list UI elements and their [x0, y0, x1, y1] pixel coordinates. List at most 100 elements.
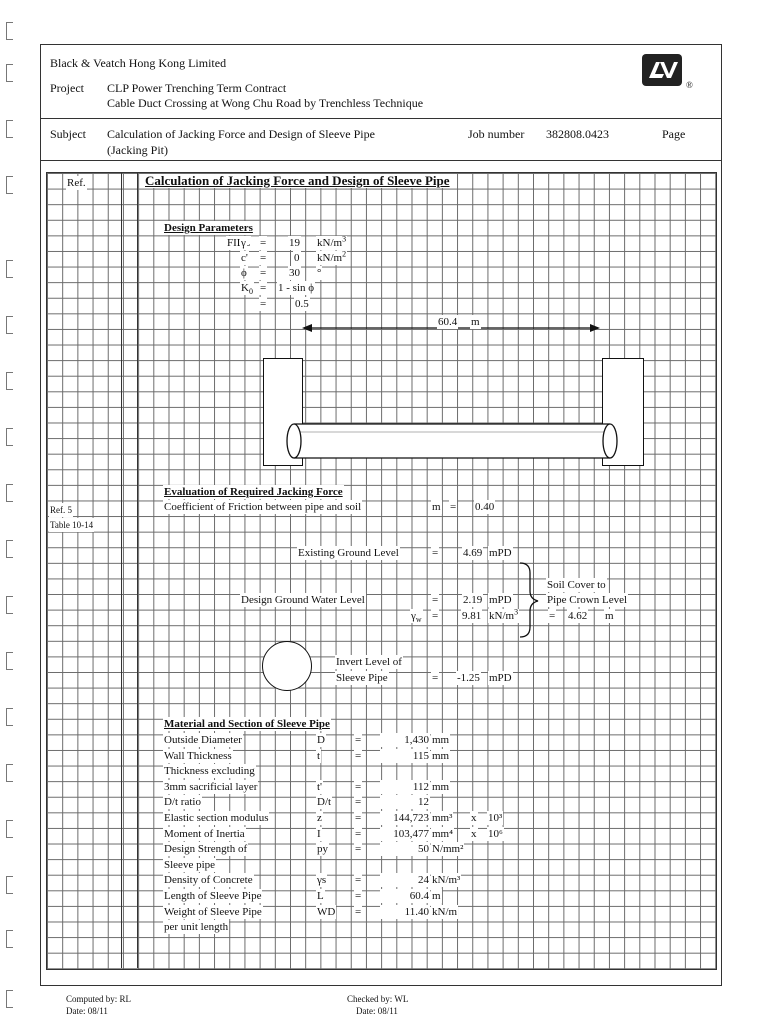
- k0-value: 0.5: [294, 297, 310, 311]
- cover-value: 4.62: [567, 609, 589, 623]
- material-row-label: Thickness excluding: [163, 764, 256, 778]
- fill-label: FILL: [226, 236, 252, 250]
- header-divider-2: [40, 160, 722, 161]
- material-row-label: Moment of Inertia: [163, 827, 246, 841]
- k0-symbol: K0: [240, 281, 254, 297]
- material-row-unit: mm³: [431, 811, 454, 825]
- egl-label: Existing Ground Level: [297, 546, 400, 560]
- material-row-label: Weight of Sleeve Pipe: [163, 905, 263, 919]
- material-row-label: Wall Thickness: [163, 749, 233, 763]
- equals: =: [449, 500, 458, 514]
- material-row-unit: m: [431, 889, 442, 903]
- equals: =: [354, 842, 363, 856]
- equals: =: [431, 593, 440, 607]
- ref-note-2: Table 10-14: [49, 518, 95, 532]
- equals: =: [259, 266, 268, 280]
- c-symbol: c': [240, 251, 249, 265]
- material-row-value: 11.40: [380, 905, 430, 919]
- equals: =: [354, 827, 363, 841]
- cover-brace: [519, 562, 539, 638]
- registered-mark: ®: [686, 80, 693, 90]
- material-row-value: 115: [380, 749, 430, 763]
- gamma-w-symbol: γw: [410, 609, 423, 625]
- dgwl-value: 2.19: [462, 593, 484, 607]
- material-row-value: 24: [380, 873, 430, 887]
- bv-logo: BV: [642, 54, 682, 86]
- material-row-symbol: t: [316, 749, 322, 763]
- calculation-sheet: [40, 44, 722, 986]
- sleeve-pipe-sketch: [286, 423, 618, 459]
- computed-by: Computed by: RL: [66, 994, 131, 1004]
- equals: =: [354, 873, 363, 887]
- jacking-heading: Evaluation of Required Jacking Force: [163, 485, 344, 499]
- equals: =: [431, 546, 440, 560]
- material-row-label: Design Strength of: [163, 842, 249, 856]
- material-row-symbol: I: [316, 827, 322, 841]
- material-row-symbol: D/t: [316, 795, 333, 809]
- material-row-label: D/t ratio: [163, 795, 202, 809]
- equals: =: [354, 749, 363, 763]
- material-row-exponent: 10⁶: [487, 827, 504, 841]
- material-row-symbol: L: [316, 889, 325, 903]
- material-row-label: Length of Sleeve Pipe: [163, 889, 263, 903]
- egl-value: 4.69: [462, 546, 484, 560]
- material-row-label: per unit length: [163, 920, 230, 934]
- invert-unit: mPD: [488, 671, 513, 685]
- material-row-label: 3mm sacrificial layer: [163, 780, 259, 794]
- material-row-symbol: z: [316, 811, 323, 825]
- material-row-unit: mm: [431, 733, 451, 747]
- equals: =: [354, 780, 363, 794]
- material-row-times: x: [470, 811, 478, 825]
- material-row-unit: mm⁴: [431, 827, 454, 841]
- dgwl-unit: mPD: [488, 593, 513, 607]
- material-row-symbol: WD: [316, 905, 337, 919]
- bv-logo-text: BV: [642, 54, 682, 86]
- c-unit: kN/m2: [316, 249, 348, 265]
- material-row-label: Sleeve pipe: [163, 858, 217, 872]
- material-row-value: 12: [380, 795, 430, 809]
- phi-symbol: ϕ: [240, 266, 248, 280]
- material-row-unit: N/mm²: [431, 842, 465, 856]
- m-value: 0.40: [474, 500, 496, 514]
- checked-date: Date: 08/11: [356, 1006, 398, 1016]
- material-row-value: 112: [380, 780, 430, 794]
- ref-column-rule: [46, 172, 47, 968]
- cover-unit: m: [604, 609, 615, 623]
- material-row-value: 103,477: [380, 827, 430, 841]
- cover-label-2: Pipe Crown Level: [546, 593, 629, 607]
- gamma-w-unit: kN/m3: [488, 607, 520, 623]
- equals: =: [354, 811, 363, 825]
- equals: =: [259, 236, 268, 250]
- subject-line2: (Jacking Pit): [107, 143, 168, 157]
- gamma-unit: kN/m3: [316, 234, 348, 250]
- material-row-value: 50: [380, 842, 430, 856]
- material-row-label: Outside Diameter: [163, 733, 243, 747]
- equals: =: [354, 733, 363, 747]
- invert-value: -1.25: [456, 671, 481, 685]
- ref-note-1: Ref. 5: [49, 503, 73, 517]
- invert-label-1: Invert Level of: [335, 655, 403, 669]
- m-symbol: m: [431, 500, 442, 514]
- dgwl-label: Design Ground Water Level: [240, 593, 366, 607]
- material-row-exponent: 10³: [487, 811, 504, 825]
- equals: =: [354, 905, 363, 919]
- project-line1: CLP Power Trenching Term Contract: [107, 81, 287, 95]
- bv-logo-mark: [649, 62, 678, 78]
- gamma-symbol: γ: [240, 236, 247, 250]
- material-row-unit: kN/m: [431, 905, 459, 919]
- header-divider: [40, 118, 722, 119]
- job-number: 382808.0423: [546, 127, 609, 141]
- job-number-label: Job number: [468, 127, 525, 141]
- material-row-label: Density of Concrete: [163, 873, 254, 887]
- project-label: Project: [50, 81, 84, 95]
- equals: =: [354, 795, 363, 809]
- gamma-value: 19: [288, 236, 301, 250]
- material-row-unit: kN/m³: [431, 873, 462, 887]
- page-title: Calculation of Jacking Force and Design …: [144, 173, 451, 188]
- material-row-symbol: py: [316, 842, 329, 856]
- material-row-value: 1,430: [380, 733, 430, 747]
- ref-column-label: Ref.: [66, 176, 87, 190]
- gamma-w-value: 9.81: [461, 609, 483, 623]
- ref-column-rule-3: [137, 172, 138, 968]
- egl-unit: mPD: [488, 546, 513, 560]
